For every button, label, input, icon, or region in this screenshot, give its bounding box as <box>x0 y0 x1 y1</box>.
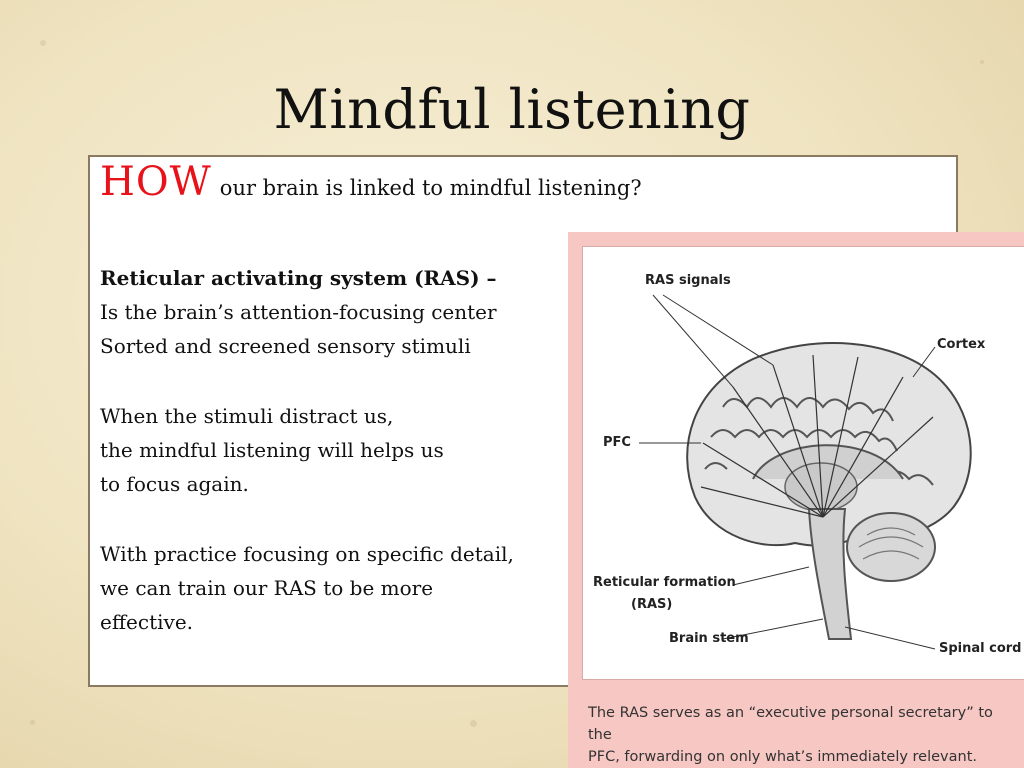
reticular-formation-label: Reticular formation <box>593 575 736 590</box>
caption-line: PFC, forwarding on only what’s immediate… <box>588 749 978 765</box>
slide-title: Mindful listening <box>273 78 751 141</box>
body-line: to focus again. <box>100 472 249 496</box>
body-line: effective. <box>100 610 194 634</box>
body-line: Is the brain’s attention-focusing center <box>100 300 497 324</box>
brain-diagram-illustration <box>639 294 972 650</box>
body-line: we can train our RAS to be more <box>100 576 434 600</box>
spinal-cord-label: Spinal cord <box>939 641 1022 656</box>
background-speck <box>40 40 46 46</box>
background-speck <box>30 720 35 725</box>
background-speck <box>470 720 477 727</box>
figure-caption: The RAS serves as an “executive personal… <box>588 702 1008 768</box>
ras-heading: Reticular activating system (RAS) – <box>100 266 497 290</box>
brain-diagram-panel: RAS signals Cortex PFC Reticular formati… <box>582 246 1024 680</box>
ras-signals-label: RAS signals <box>645 273 731 288</box>
how-question-line: HOW our brain is linked to mindful listen… <box>100 162 642 205</box>
how-question-text: our brain is linked to mindful listening… <box>219 176 642 200</box>
brain-diagram-figure: RAS signals Cortex PFC Reticular formati… <box>568 232 1024 768</box>
caption-line: The RAS serves as an “executive personal… <box>588 705 993 743</box>
body-line: When the stimuli distract us, <box>100 404 394 428</box>
how-word: HOW <box>100 159 212 205</box>
body-line: the mindful listening will helps us <box>100 438 444 462</box>
ras-label: (RAS) <box>631 597 673 612</box>
pfc-label: PFC <box>603 435 631 450</box>
body-line: With practice focusing on specific detai… <box>100 542 514 566</box>
body-line: Sorted and screened sensory stimuli <box>100 334 471 358</box>
background-speck <box>980 60 984 64</box>
brain-stem-label: Brain stem <box>669 631 749 646</box>
cortex-label: Cortex <box>937 337 986 352</box>
